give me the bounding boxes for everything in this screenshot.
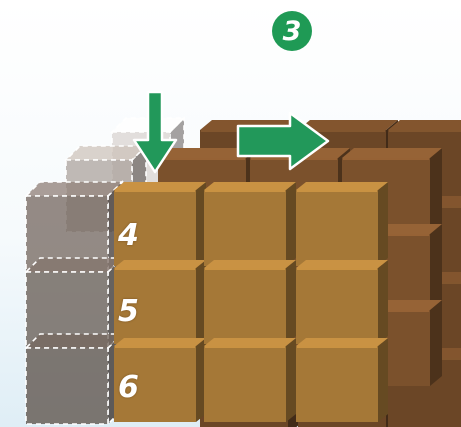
- cube-number-6: 6: [118, 370, 139, 405]
- step-number-badge: 3: [272, 11, 312, 51]
- front-cube: [204, 260, 296, 344]
- front-cube: [114, 182, 206, 266]
- front-cube: [204, 182, 296, 266]
- cube-number-5: 5: [118, 294, 139, 329]
- front-cube: [114, 338, 206, 422]
- front-cube: [114, 260, 206, 344]
- front-cube: [296, 260, 388, 344]
- front-cube: [296, 182, 388, 266]
- cube-number-4: 4: [118, 218, 139, 253]
- front-cube: [296, 338, 388, 422]
- right-arrow-icon: [236, 111, 330, 171]
- down-arrow-icon: [132, 90, 178, 174]
- front-cube: [204, 338, 296, 422]
- front-cubes: [114, 182, 388, 422]
- ghost-cube: [24, 332, 124, 426]
- step-number-label: 3: [282, 15, 302, 47]
